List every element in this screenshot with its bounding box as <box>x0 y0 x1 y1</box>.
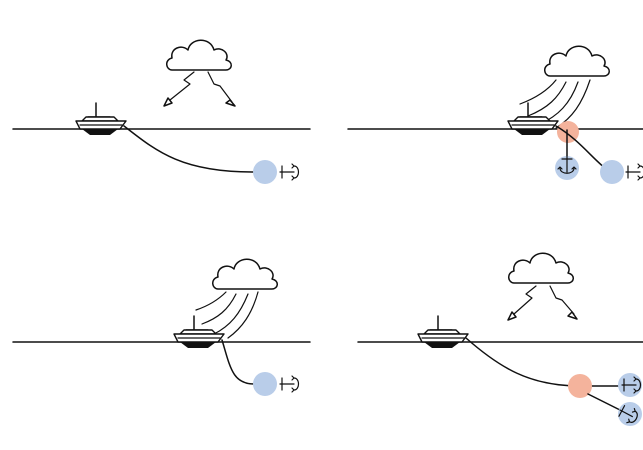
cloud-icon <box>211 258 279 290</box>
cloud-icon <box>165 39 233 71</box>
cloud-icon <box>543 45 611 77</box>
secondary-mooring-line <box>587 393 621 411</box>
wind-icon <box>195 291 259 339</box>
boat-icon <box>75 102 127 136</box>
boat-icon <box>417 315 469 349</box>
anchor-icon <box>279 163 300 181</box>
anchor-icon <box>279 375 300 393</box>
lightning-icon <box>507 285 578 321</box>
mooring-line <box>123 125 265 173</box>
mooring-line <box>465 337 619 387</box>
anchor-icon <box>625 163 643 181</box>
lightning-icon <box>163 71 236 107</box>
anchor-marker <box>253 160 277 184</box>
failure-marker <box>568 374 592 398</box>
panel-bottom-left <box>12 258 311 396</box>
panel-bottom-right <box>357 252 643 427</box>
panel-top-right <box>347 45 643 184</box>
anchor-marker <box>253 372 277 396</box>
cloud-icon <box>507 252 575 284</box>
boat-icon <box>173 315 225 349</box>
panel-top-left <box>12 39 311 184</box>
anchor-marker <box>600 160 624 184</box>
failure-marker <box>557 121 579 143</box>
